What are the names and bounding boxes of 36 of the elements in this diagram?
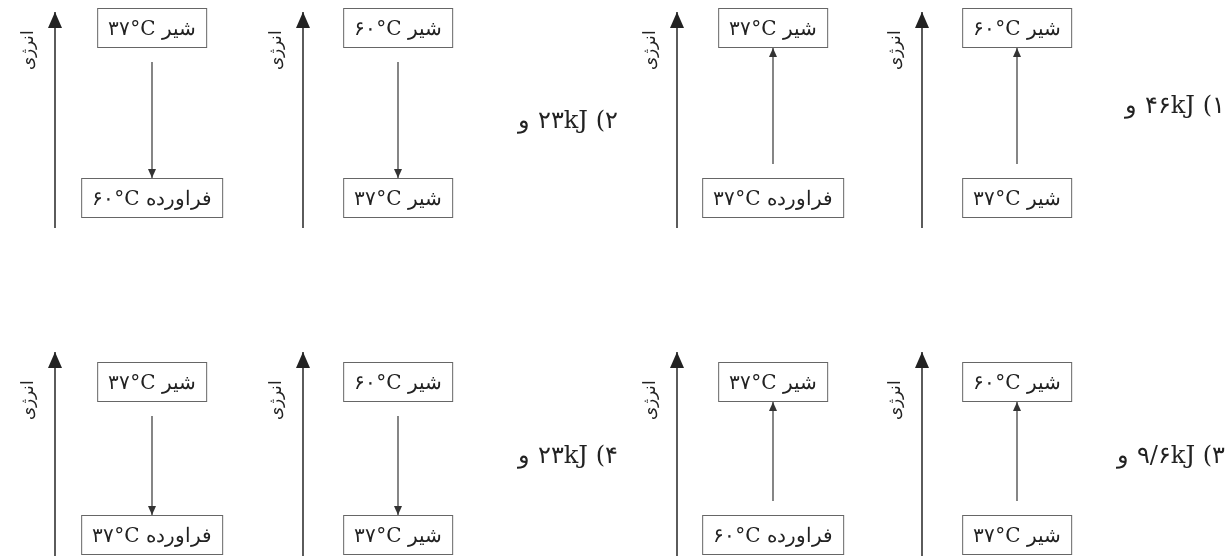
state-box: شیر ۳۷°C xyxy=(962,178,1072,218)
arrow xyxy=(148,61,156,179)
state-box: فراورده ۳۷°C xyxy=(81,515,223,555)
state-box: شیر ۳۷°C xyxy=(343,515,453,555)
axis-label: انرژی xyxy=(884,30,904,70)
option-label: ۴) ۲۳kJ و xyxy=(518,441,618,469)
axis-label: انرژی xyxy=(265,380,285,420)
option-label: ۱) ۴۶kJ و xyxy=(1125,91,1225,119)
arrow xyxy=(1013,47,1021,165)
state-box: شیر ۳۷°C xyxy=(718,8,828,48)
axis-label: انرژی xyxy=(17,30,37,70)
arrow xyxy=(1013,401,1021,502)
state-box: شیر ۶۰°C xyxy=(962,8,1072,48)
arrow xyxy=(394,61,402,179)
state-box: شیر ۳۷°C xyxy=(962,515,1072,555)
axis-label: انرژی xyxy=(17,380,37,420)
arrow xyxy=(148,415,156,516)
state-box: فراورده ۳۷°C xyxy=(702,178,844,218)
arrow xyxy=(769,47,777,165)
axis-label: انرژی xyxy=(639,380,659,420)
axis-label: انرژی xyxy=(884,380,904,420)
option-label: ۳) ۹/۶kJ و xyxy=(1117,441,1225,469)
state-box: شیر ۳۷°C xyxy=(343,178,453,218)
state-box: شیر ۶۰°C xyxy=(343,362,453,402)
option-label: ۲) ۲۳kJ و xyxy=(518,106,618,134)
state-box: فراورده ۶۰°C xyxy=(81,178,223,218)
arrow xyxy=(394,415,402,516)
state-box: فراورده ۶۰°C xyxy=(702,515,844,555)
state-box: شیر ۳۷°C xyxy=(97,8,207,48)
axis-label: انرژی xyxy=(265,30,285,70)
axis-label: انرژی xyxy=(639,30,659,70)
state-box: شیر ۳۷°C xyxy=(718,362,828,402)
state-box: شیر ۶۰°C xyxy=(962,362,1072,402)
state-box: شیر ۶۰°C xyxy=(343,8,453,48)
state-box: شیر ۳۷°C xyxy=(97,362,207,402)
arrow xyxy=(769,401,777,502)
